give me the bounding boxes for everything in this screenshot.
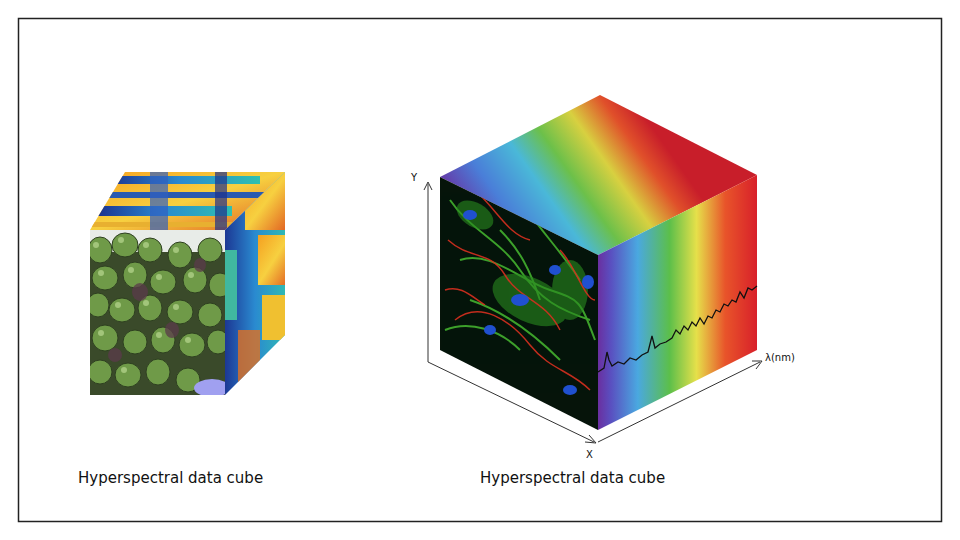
frame xyxy=(19,19,942,522)
spectrum-side-face xyxy=(598,175,757,430)
left-cube-side xyxy=(220,170,290,400)
axis-label: X xyxy=(586,449,593,461)
grapes-image xyxy=(90,230,225,395)
caption: Hyperspectral data cube xyxy=(78,469,263,487)
axes xyxy=(424,182,762,443)
axis-label: Y xyxy=(411,172,417,184)
cell-image xyxy=(438,170,603,435)
axis-label: λ(nm) xyxy=(765,352,795,364)
left-cube-top xyxy=(85,170,290,232)
caption: Hyperspectral data cube xyxy=(480,469,665,487)
spectrum-curve xyxy=(598,286,757,372)
